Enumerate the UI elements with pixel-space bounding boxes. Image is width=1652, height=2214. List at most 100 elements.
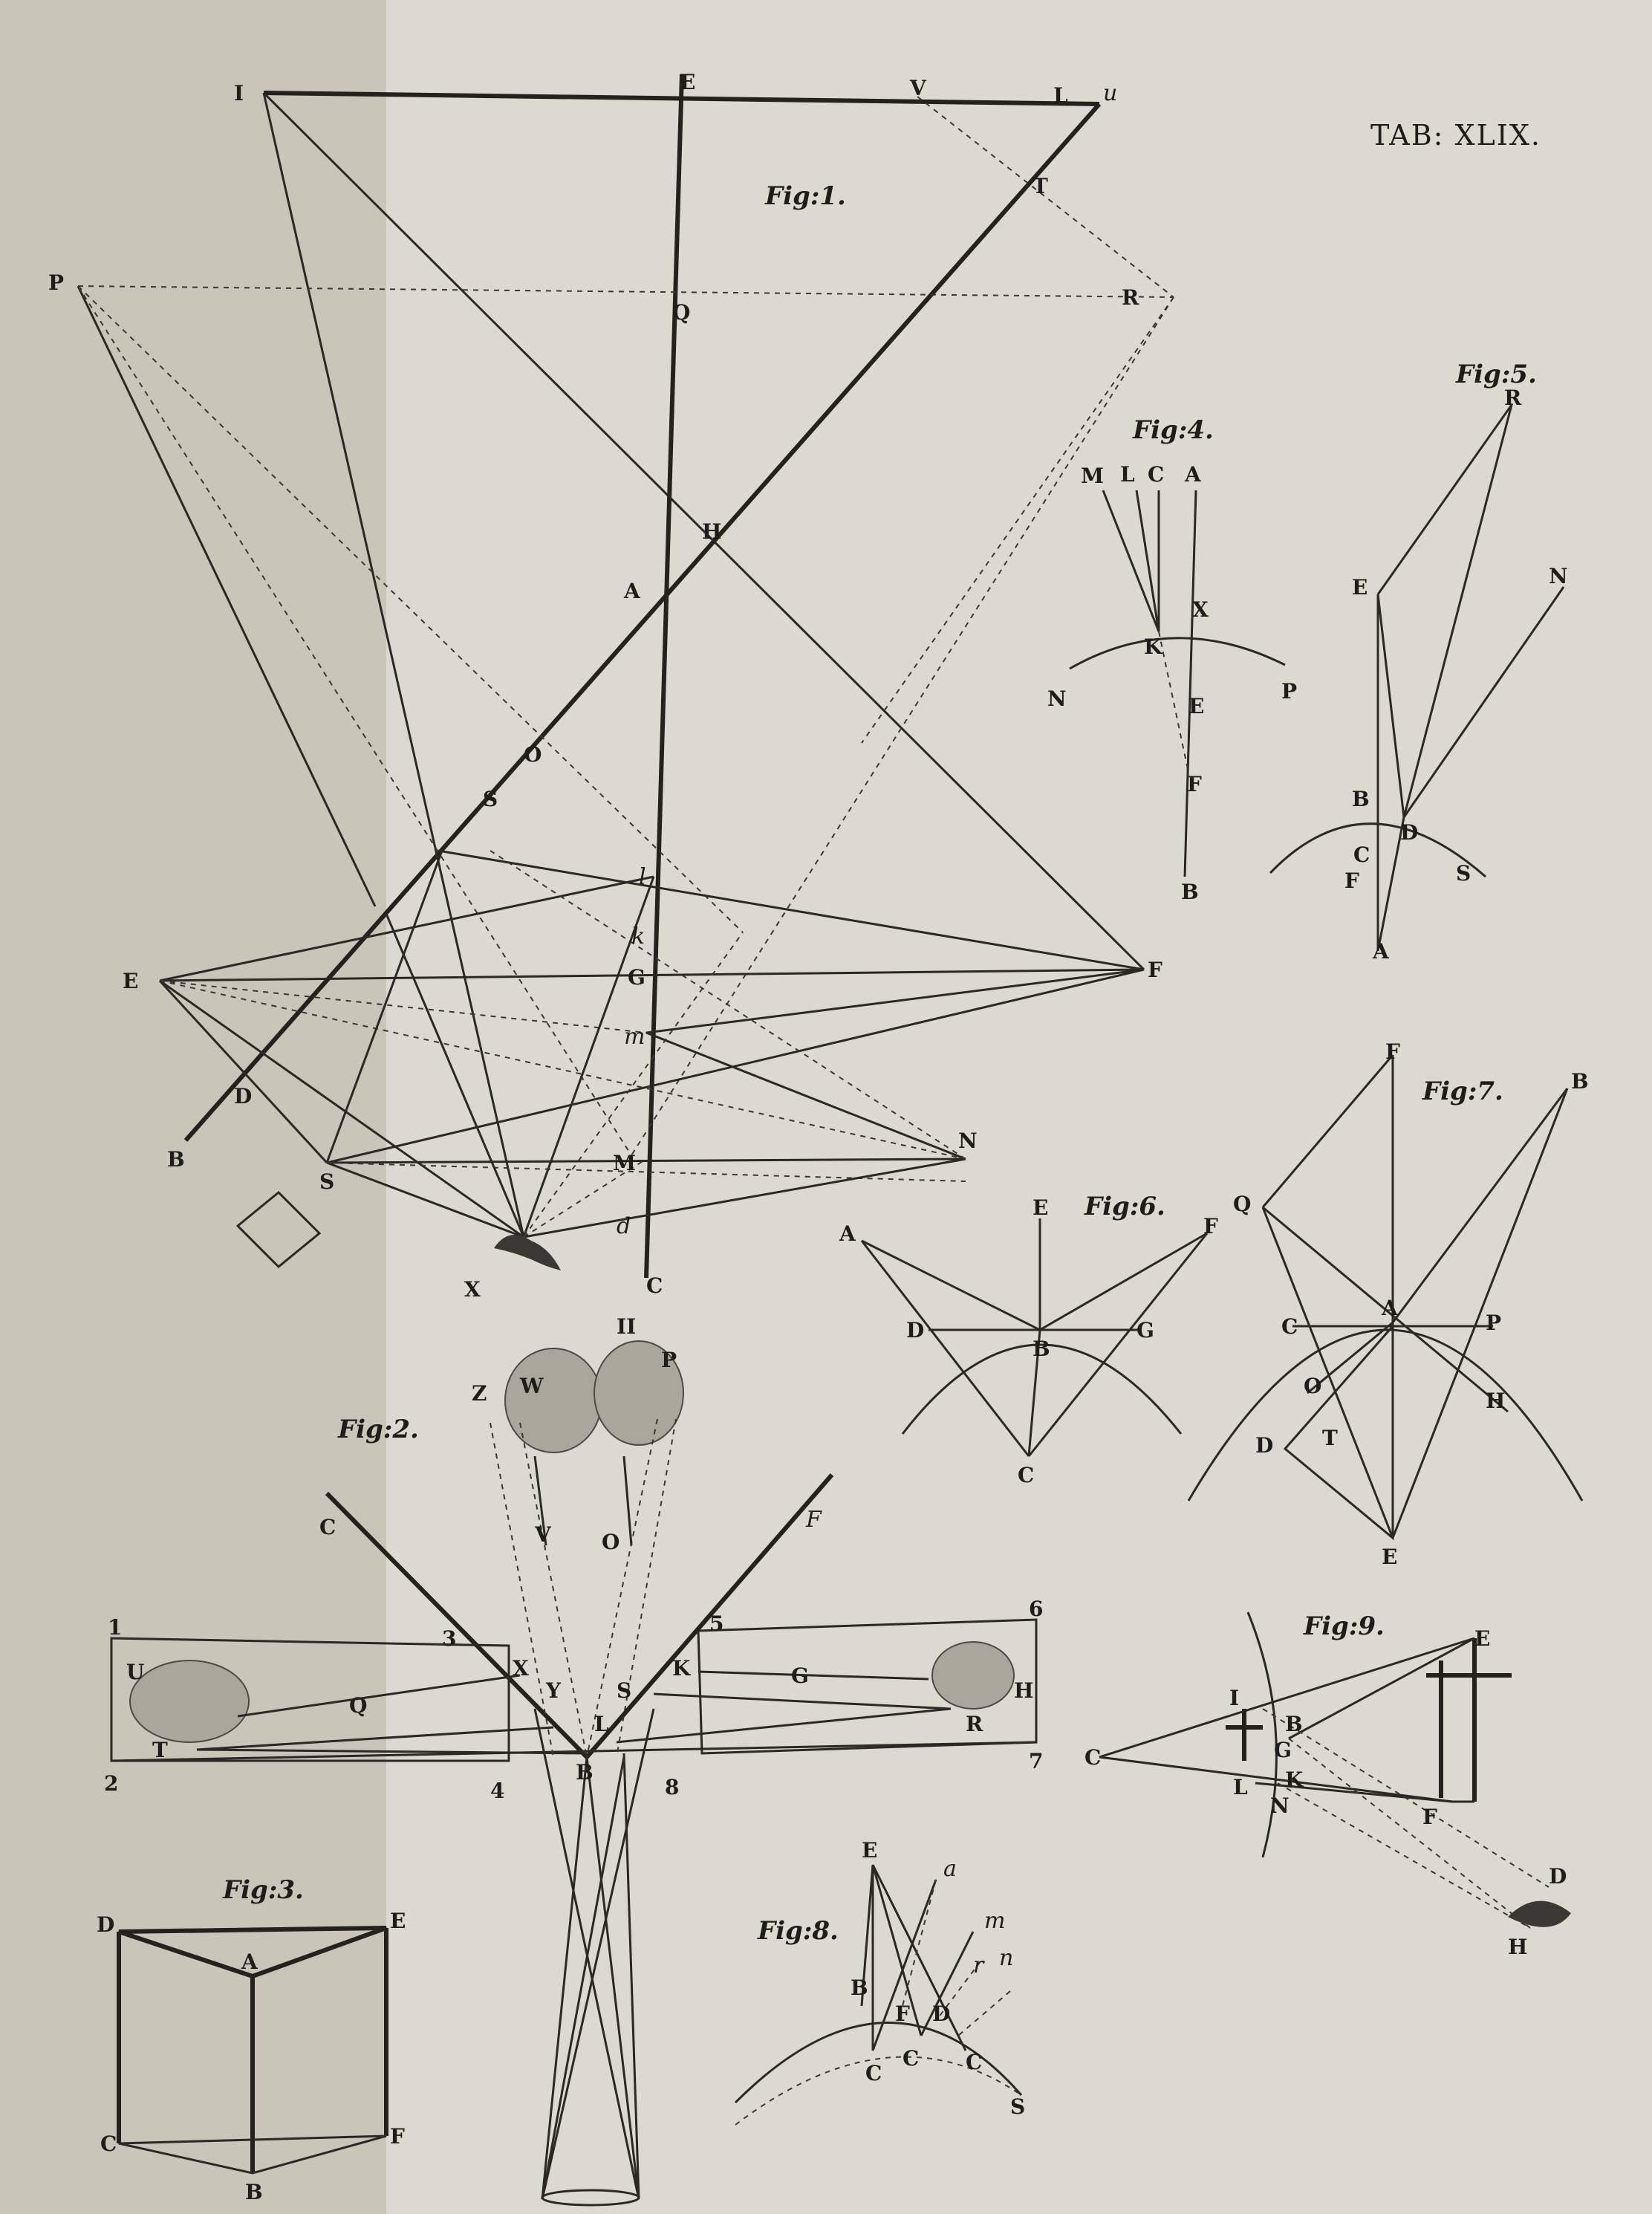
fig1-label-m: m [624,1024,645,1050]
fig9-label-H: H [1508,1935,1527,1959]
fig7-label-F: F [1385,1039,1400,1064]
fig7-label-A: A [1381,1296,1399,1320]
fig7-label-O: O [1304,1374,1321,1398]
fig3-label-C: C [100,2132,117,2156]
fig2-label-C: C [319,1515,336,1539]
figure-6: Fig:6. E A F D B G C [839,1192,1218,1487]
fig8-label-C2: C [903,2046,919,2071]
fig2-label-U: U [126,1660,144,1684]
fig4-label-X: X [1192,597,1209,622]
fig2-label-Q: Q [349,1693,367,1718]
fig4-label-C: C [1148,462,1164,487]
fig2-label-K: K [672,1656,692,1681]
fig2-label-5: 5 [709,1611,723,1636]
fig2-label-G: G [791,1663,809,1688]
fig3-title: Fig:3. [222,1875,304,1905]
fig1-label-C: C [646,1273,663,1298]
fig9-title: Fig:9. [1303,1611,1385,1641]
fig7-label-H: H [1486,1389,1505,1413]
fig2-label-2: 2 [104,1771,118,1796]
fig5-label-R: R [1504,386,1522,410]
fig4-label-P: P [1281,679,1297,704]
fig6-label-E: E [1032,1195,1048,1220]
fig5-label-N: N [1549,564,1568,588]
fig3-label-E: E [390,1909,406,1933]
fig2-title: Fig:2. [337,1415,419,1444]
fig8-title: Fig:8. [757,1916,839,1946]
fig8-label-n: n [999,1945,1013,1971]
left-margin-shadow [0,0,386,2214]
fig1-label-B: B [167,1147,185,1172]
fig2-label-6: 6 [1029,1597,1043,1621]
fig2-label-P: P [661,1348,677,1372]
fig2-label-L: L [594,1712,609,1736]
fig2-label-O: O [602,1530,620,1554]
fig8-label-r: r [973,1952,985,1978]
fig2-label-W: W [519,1374,544,1398]
fig5-label-B: B [1352,787,1370,811]
fig7-label-T: T [1322,1426,1338,1450]
fig9-label-F: F [1422,1805,1437,1829]
fig8-label-a: a [943,1856,957,1882]
fig6-label-B: B [1032,1337,1050,1361]
fig9-label-I: I [1229,1686,1239,1710]
eye-icon [494,1235,561,1270]
fig9-label-E: E [1474,1626,1490,1651]
fig6-label-D: D [906,1318,924,1343]
cloud-object-right [931,1641,1015,1710]
fig3-label-A: A [241,1950,258,1974]
fig9-label-N: N [1270,1793,1290,1818]
fig1-label-u: u [1103,80,1117,106]
fig3-label-B: B [245,2180,263,2204]
fig8-label-C3: C [966,2050,982,2074]
fig1-label-d: d [617,1213,631,1239]
fig1-label-F: F [1148,958,1162,982]
fig2-label-V: V [534,1522,552,1547]
fig2-label-II: II [617,1314,636,1339]
fig8-label-C1: C [865,2061,882,2085]
fig4-label-B: B [1181,880,1199,904]
fig9-label-C: C [1084,1745,1101,1770]
cloud-object-left [129,1660,250,1743]
fig6-label-C: C [1018,1463,1034,1487]
fig6-label-G: G [1136,1318,1154,1343]
fig4-label-A: A [1184,462,1202,487]
fig1-label-M: M [613,1151,636,1175]
fig3-label-F: F [390,2124,405,2149]
fig7-label-D: D [1255,1433,1273,1458]
fig1-label-Q: Q [672,300,690,325]
fig5-label-A: A [1372,939,1390,964]
fig5-label-C: C [1353,843,1370,867]
fig9-label-B: B [1285,1712,1303,1736]
fig8-label-D: D [932,2002,950,2026]
fig1-label-L: L [1053,83,1068,108]
fig5-label-D: D [1400,820,1418,845]
fig2-label-1: 1 [108,1615,122,1640]
fig1-label-l: l [639,864,646,890]
fig2-label-X: X [513,1656,529,1681]
fig2-label-B: B [576,1760,594,1785]
fig2-label-Z: Z [472,1381,487,1406]
fig1-label-E-top: E [680,70,695,94]
fig1-label-V: V [909,76,927,100]
fig1-title: Fig:1. [764,181,846,211]
fig8-label-F: F [895,2002,910,2026]
fig2-label-4: 4 [490,1779,504,1803]
fig2-label-7: 7 [1029,1749,1043,1773]
fig1-label-P: P [48,270,64,295]
fig4-label-L: L [1120,462,1135,487]
fig1-label-E: E [123,969,138,993]
figure-7: Fig:7. F B Q A C P O H D T E [1187,1039,1589,1569]
eye-icon [1508,1900,1571,1927]
fig1-label-I: I [234,81,244,105]
fig5-label-E: E [1352,575,1368,600]
fig2-label-H: H [1014,1678,1033,1703]
fig1-label-N: N [958,1129,978,1153]
fig7-title: Fig:7. [1422,1077,1503,1106]
cloud-image-W [504,1348,602,1453]
fig4-label-K: K [1144,634,1163,659]
fig7-label-Q: Q [1233,1192,1251,1216]
fig9-label-L: L [1233,1775,1248,1799]
fig1-label-R: R [1122,285,1139,310]
